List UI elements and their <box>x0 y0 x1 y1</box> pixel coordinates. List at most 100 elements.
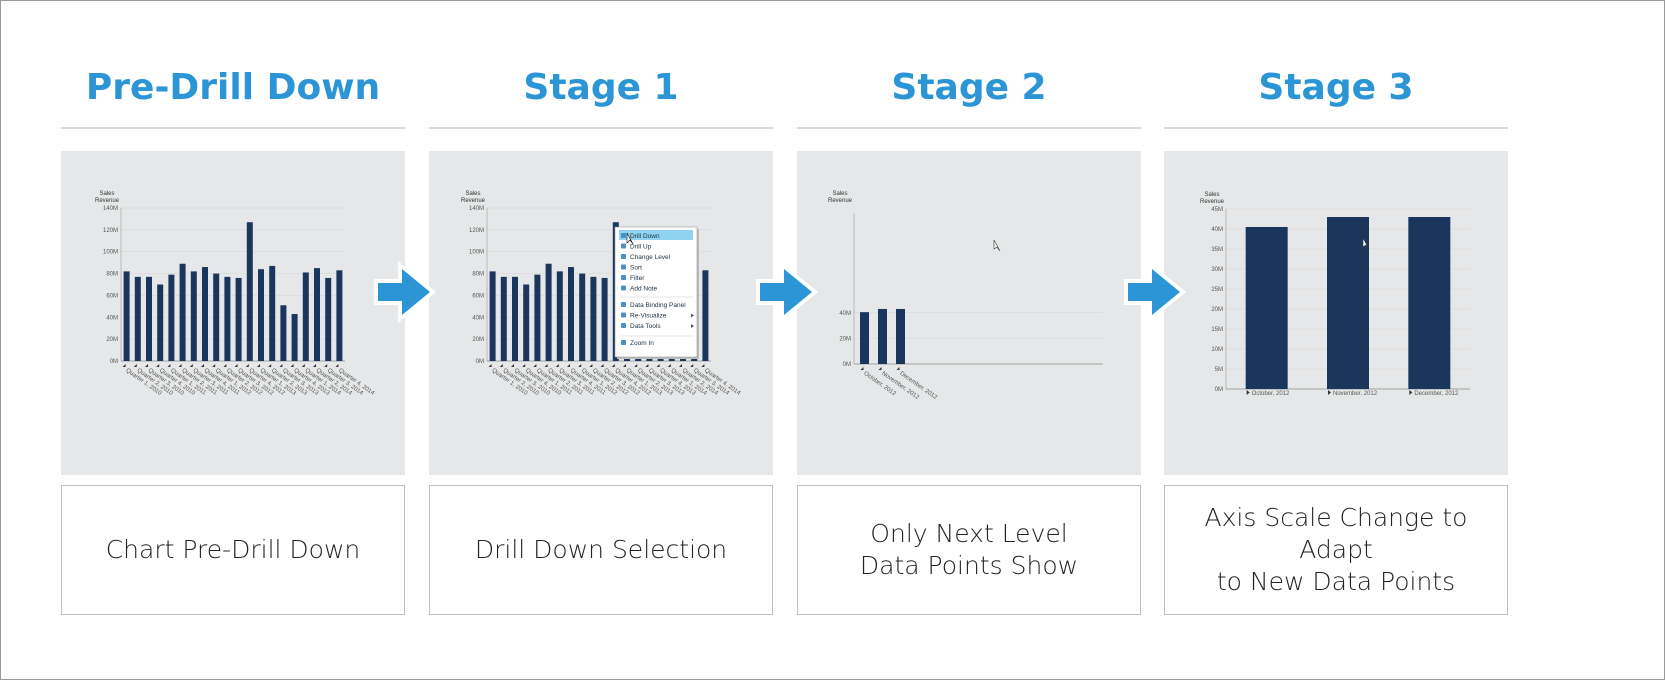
expand-triangle-icon <box>301 364 305 367</box>
title-divider <box>61 127 405 129</box>
context-menu-background <box>614 226 698 358</box>
y-tick-label: 0M <box>843 362 851 368</box>
menu-item-icon <box>621 233 626 238</box>
expand-triangle-icon <box>313 364 316 367</box>
x-tick-label: October, 2012 <box>1252 391 1290 397</box>
bar <box>325 277 332 361</box>
y-tick-label: 120M <box>469 228 484 234</box>
bar <box>146 276 152 361</box>
expand-triangle-icon <box>623 364 626 367</box>
expand-triangle-icon <box>567 364 570 367</box>
stage-title: Stage 3 <box>1258 67 1414 108</box>
expand-triangle-icon <box>167 364 171 367</box>
menu-item-icon <box>621 323 626 328</box>
expand-triangle-icon <box>611 364 615 367</box>
bar <box>168 274 175 361</box>
title-divider <box>429 127 773 129</box>
bar-chart: SalesRevenue0M20M40M60M80M100M120M140MQu… <box>461 191 742 397</box>
y-tick-label: 60M <box>106 293 118 299</box>
bar <box>568 267 574 361</box>
y-axis-label: Sales <box>99 191 114 197</box>
menu-item-drill-down: Drill Down <box>630 233 660 240</box>
bar <box>134 276 141 361</box>
expand-triangle-icon <box>555 364 559 367</box>
menu-item-drill-up: Drill Up <box>630 244 652 251</box>
expand-triangle-icon <box>533 364 537 367</box>
stage-title: Pre-Drill Down <box>85 67 381 108</box>
bar <box>235 277 242 361</box>
y-tick-label: 25M <box>1211 287 1223 293</box>
bar <box>489 271 496 361</box>
expand-triangle-icon <box>690 364 694 367</box>
expand-triangle-icon <box>133 364 137 367</box>
menu-item-data-tools: Data Tools <box>630 323 661 330</box>
menu-item-icon <box>621 243 626 249</box>
bar <box>556 271 563 361</box>
y-tick-label: 0M <box>1215 387 1223 393</box>
bar <box>157 284 164 361</box>
caption-text: Axis Scale Change to Adapt to New Data P… <box>1204 503 1468 596</box>
submenu-arrow-icon <box>691 313 694 318</box>
menu-item-icon <box>621 285 626 291</box>
bar <box>534 274 541 361</box>
menu-item-icon <box>621 302 626 307</box>
x-tick-label: December, 2012 <box>1414 391 1459 397</box>
expand-triangle-icon <box>544 364 548 367</box>
y-axis-label: Sales <box>1204 192 1219 198</box>
expand-triangle-icon <box>1246 390 1250 395</box>
y-tick-label: 0M <box>476 359 484 365</box>
y-tick-label: 80M <box>106 272 118 278</box>
title-divider <box>797 127 1141 129</box>
caption-text: Only Next Level Data Points Show <box>859 519 1079 580</box>
menu-item-change-level: Change Level <box>630 254 671 261</box>
expand-triangle-icon <box>499 364 503 367</box>
expand-triangle-icon <box>656 364 660 367</box>
y-tick-label: 40M <box>472 315 484 321</box>
bar <box>258 269 264 361</box>
y-tick-label: 20M <box>1211 307 1223 313</box>
caption-text: Chart Pre-Drill Down <box>105 535 361 564</box>
expand-triangle-icon <box>860 367 864 370</box>
y-tick-label: 140M <box>469 206 484 212</box>
y-tick-label: 45M <box>1211 207 1223 213</box>
menu-item-zoom-in: Zoom In <box>630 340 654 347</box>
expand-triangle-icon <box>212 364 216 367</box>
bar <box>314 268 320 361</box>
bar <box>224 276 231 361</box>
menu-item-icon <box>621 254 626 259</box>
menu-item-sort: Sort <box>630 265 642 272</box>
y-tick-label: 140M <box>103 206 118 212</box>
menu-item-re-visualize: Re-Visualize <box>630 313 667 320</box>
bar <box>601 277 608 361</box>
expand-triangle-icon <box>667 364 671 367</box>
menu-item-icon <box>621 264 626 270</box>
expand-triangle-icon <box>290 364 294 367</box>
y-tick-label: 0M <box>110 359 118 365</box>
bar <box>1408 217 1451 389</box>
menu-highlight <box>619 230 693 240</box>
bar <box>123 271 130 361</box>
bar <box>512 276 518 361</box>
right-arrow-icon <box>756 261 818 323</box>
expand-triangle-icon <box>324 364 328 367</box>
x-tick-label: November, 2012 <box>1333 391 1378 397</box>
bar <box>1245 227 1288 389</box>
menu-item-add-note: Add Note <box>630 286 657 293</box>
expand-triangle-icon <box>878 367 882 370</box>
caption-box: Axis Scale Change to Adapt to New Data P… <box>1164 485 1508 615</box>
expand-triangle-icon <box>701 364 705 367</box>
expand-triangle-icon <box>679 364 682 367</box>
submenu-arrow-icon <box>691 324 694 328</box>
bar <box>291 314 298 361</box>
expand-triangle-icon <box>178 364 182 367</box>
expand-triangle-icon <box>600 364 604 367</box>
mouse-cursor-icon <box>1362 237 1370 250</box>
bar <box>246 222 253 361</box>
bar <box>579 273 586 361</box>
expand-triangle-icon <box>257 364 260 367</box>
bar <box>336 270 343 361</box>
